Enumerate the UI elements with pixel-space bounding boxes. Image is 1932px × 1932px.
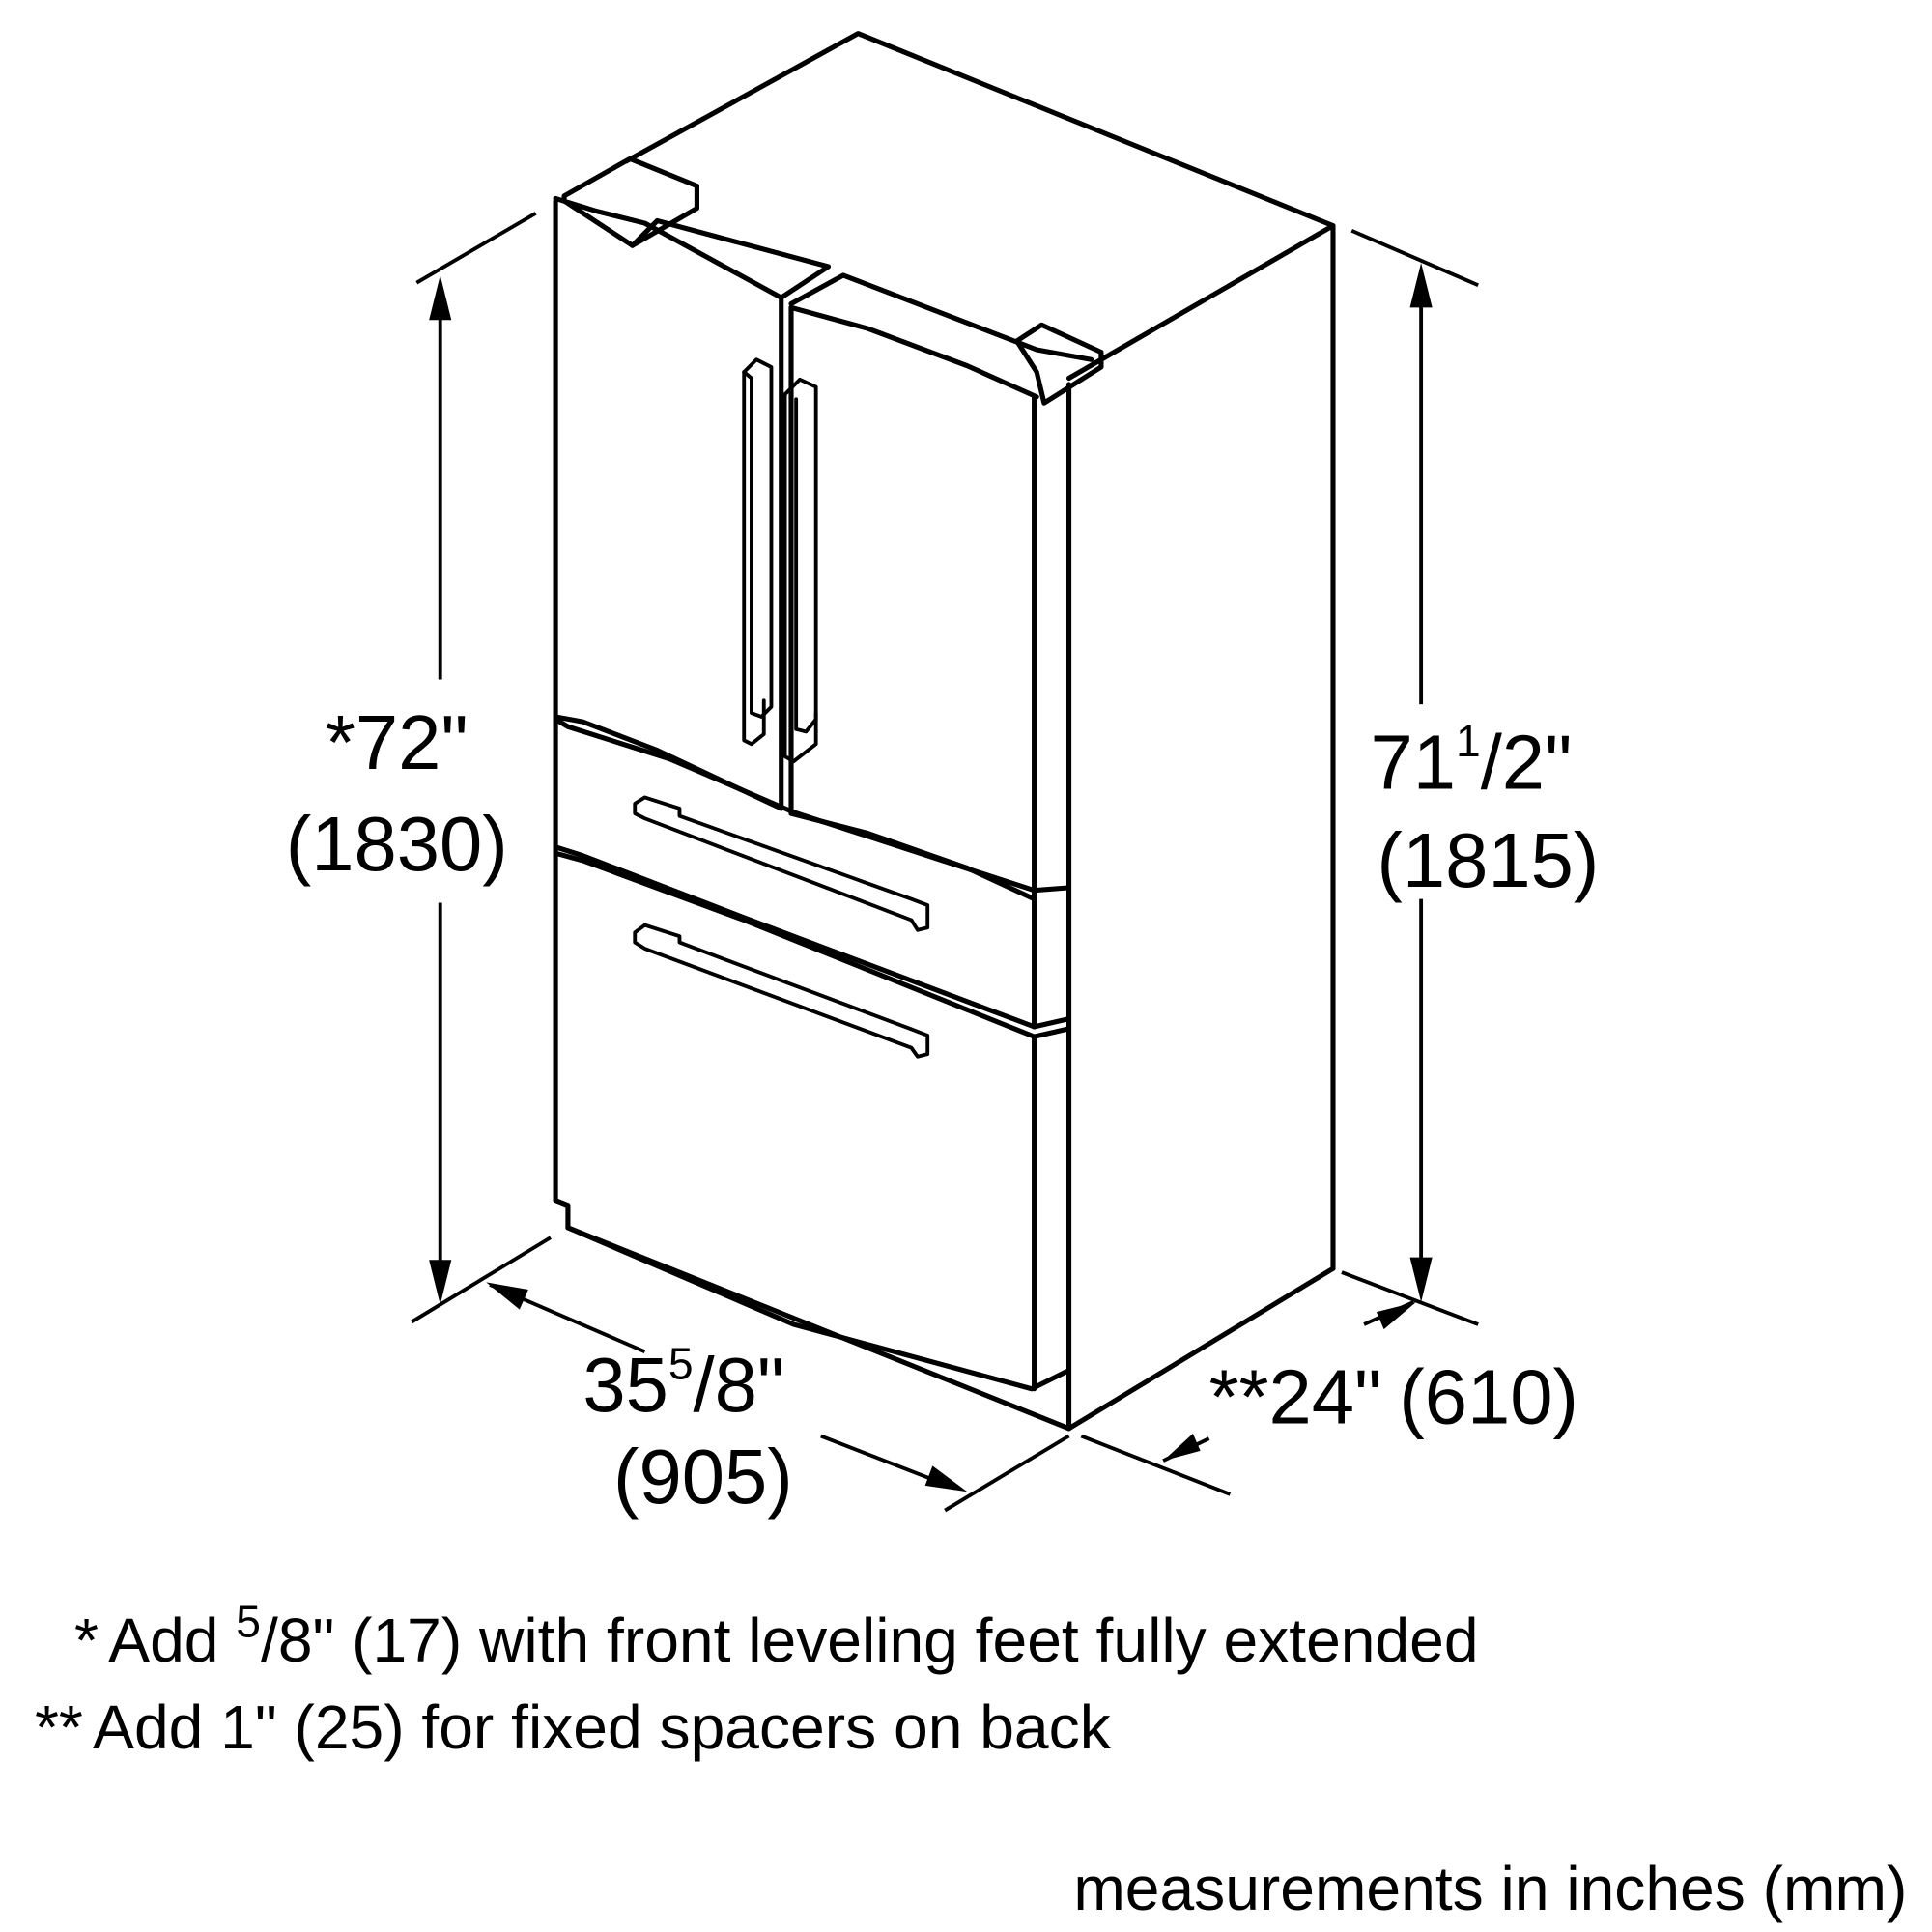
bottom-drawer-top — [553, 850, 1069, 1039]
middle-drawer-top — [553, 716, 1069, 894]
refrigerator-cabinet — [553, 31, 1336, 1432]
cabinet-top-edge — [623, 31, 1336, 382]
height-left-mm: (1830) — [286, 801, 508, 887]
dimension-width: 355/8" (905) — [486, 1282, 1070, 1520]
left-door-handle — [742, 370, 766, 747]
extension-line — [1080, 1434, 1232, 1496]
toe-kick — [565, 1225, 1069, 1392]
right-door — [782, 272, 1104, 902]
width-inches: 355/8" — [582, 1338, 784, 1427]
footnote-1: *Add 5/8" (17) with front leveling feet … — [74, 1596, 1479, 1675]
dimension-height-right: 711/2" (1815) — [1341, 228, 1599, 1326]
right-door-handle-grip — [782, 377, 818, 734]
extension-line — [411, 1236, 552, 1324]
arrow-down-icon — [1409, 1257, 1433, 1302]
width-mm: (905) — [613, 1434, 793, 1520]
left-door-top-trim — [630, 217, 832, 300]
bottom-drawer — [553, 850, 1069, 1392]
arrow-icon — [1163, 1433, 1201, 1462]
extension-line — [1350, 228, 1479, 288]
right-door-handle — [782, 392, 818, 764]
left-hinge-cover — [561, 156, 700, 248]
arrow-icon — [1376, 1301, 1416, 1330]
right-hinge-cover — [1014, 322, 1104, 406]
dimension-depth: **24"(610) — [1080, 1300, 1578, 1496]
middle-drawer-handle — [633, 795, 930, 932]
units-note: measurements in inches (mm) — [1073, 1854, 1907, 1923]
cabinet-bottom-right-edge — [1065, 1265, 1336, 1432]
right-door-front-top — [788, 304, 1039, 400]
height-right-mm: (1815) — [1377, 817, 1599, 903]
bottom-drawer-handle — [633, 923, 930, 1059]
extension-line — [1341, 1270, 1479, 1326]
arrow-down-icon — [429, 1260, 452, 1305]
left-door-handle-grip — [742, 357, 774, 719]
footnote-2: **Add 1" (25) for fixed spacers on back — [35, 1692, 1112, 1762]
height-right-inches: 711/2" — [1370, 716, 1572, 805]
cabinet-base — [553, 1198, 1072, 1432]
arrow-left-icon — [486, 1282, 528, 1310]
extension-line — [944, 1434, 1070, 1513]
left-door-top — [553, 195, 784, 300]
dimension-height-left: *72" (1830) — [286, 212, 552, 1324]
arrow-up-icon — [429, 274, 452, 321]
arrow-up-icon — [1409, 263, 1433, 308]
height-left-inches: *72" — [326, 699, 469, 785]
middle-drawer — [553, 716, 1069, 1030]
arrow-right-icon — [924, 1465, 968, 1492]
extension-line — [415, 212, 537, 285]
left-door — [553, 156, 832, 811]
depth-label: **24"(610) — [1209, 1354, 1578, 1440]
footnotes: *Add 5/8" (17) with front leveling feet … — [35, 1596, 1907, 1922]
right-door-top — [788, 272, 1094, 362]
